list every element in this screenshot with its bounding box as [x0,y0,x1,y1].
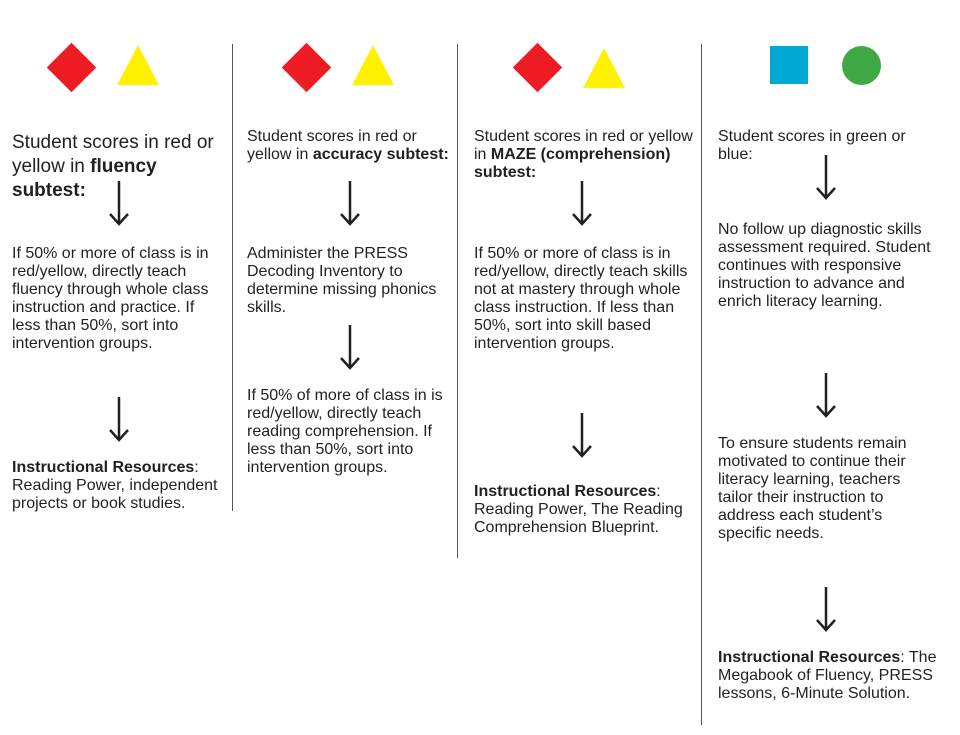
yellow-triangle-icon [352,45,394,85]
down-arrow-icon [816,373,836,418]
red-diamond-icon [281,42,332,93]
column-divider [232,44,233,511]
down-arrow-icon [109,397,129,442]
fluency-step: If 50% or more of class is in red/yellow… [12,245,209,352]
column-divider [457,44,458,558]
down-arrow-icon [572,413,592,458]
accuracy-header: Student scores in red or yellow in accur… [247,128,449,163]
green-blue-step-1: No follow up diagnostic skills assessmen… [718,221,931,310]
red-diamond-icon [46,42,97,93]
green-blue-resources: Instructional Resources: The Megabook of… [718,649,937,702]
blue-square-icon [770,46,808,84]
accuracy-step-1: Administer the PRESS Decoding Inventory … [247,245,437,316]
red-diamond-icon [512,42,563,93]
down-arrow-icon [340,181,360,226]
down-arrow-icon [340,325,360,370]
yellow-triangle-icon [583,48,625,88]
green-blue-step-2: To ensure students remain motivated to c… [718,435,907,542]
green-blue-header: Student scores in green or blue: [718,128,906,163]
maze-step: If 50% or more of class is in red/yellow… [474,245,688,352]
green-circle-icon [842,46,881,85]
column-divider [701,44,702,725]
down-arrow-icon [109,181,129,226]
down-arrow-icon [816,587,836,632]
accuracy-step-2: If 50% of more of class in is red/yellow… [247,387,443,476]
fluency-header: Student scores in red or yellow in fluen… [12,132,214,201]
yellow-triangle-icon [117,45,159,85]
maze-header: Student scores in red or yellow in MAZE … [474,128,693,181]
down-arrow-icon [572,181,592,226]
fluency-resources: Instructional Resources: Reading Power, … [12,459,218,512]
maze-resources: Instructional Resources: Reading Power, … [474,483,683,536]
down-arrow-icon [816,155,836,200]
